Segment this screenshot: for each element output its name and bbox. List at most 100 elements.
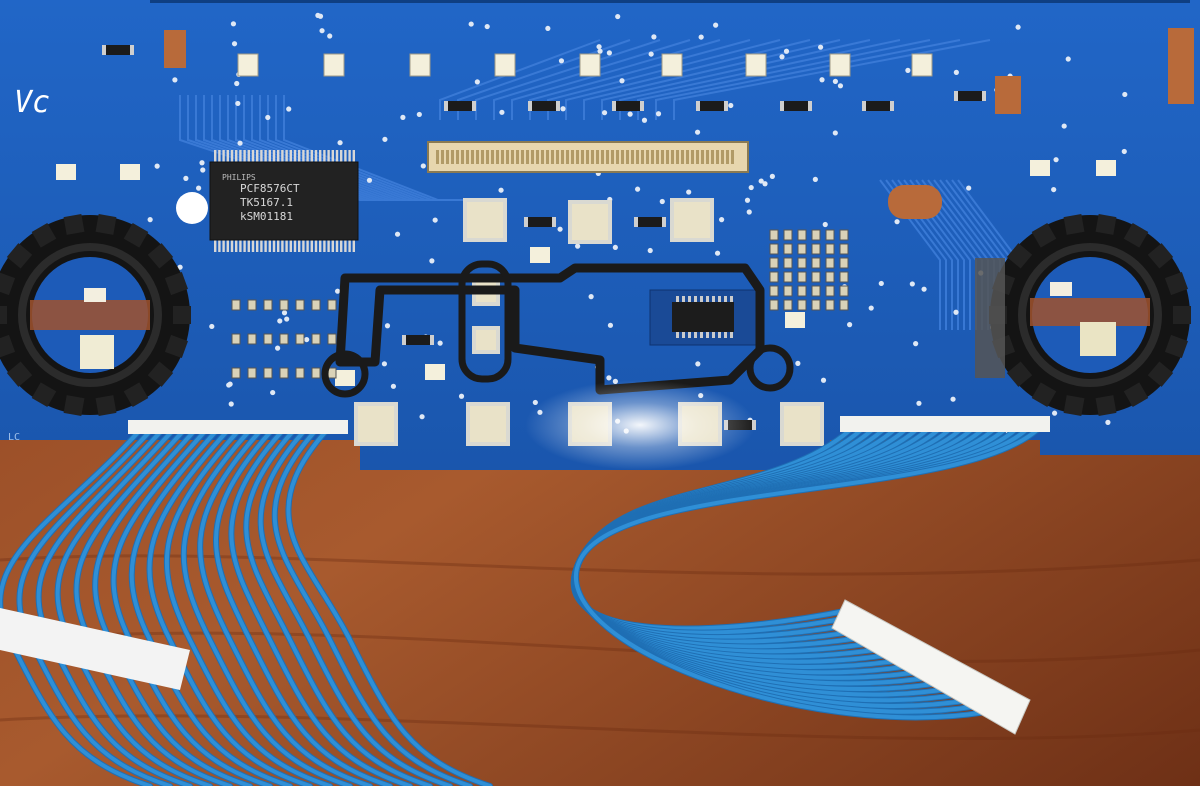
connector-pin	[631, 150, 634, 164]
resistor	[406, 335, 430, 345]
resistor-terminal	[612, 101, 616, 111]
ic-pin	[310, 150, 313, 162]
ic-pin	[230, 150, 234, 162]
via	[484, 23, 490, 30]
chip-label-line3: kSM01181	[240, 210, 293, 223]
smd-part	[825, 243, 835, 255]
resistor-terminal	[402, 335, 406, 345]
smd-part	[825, 271, 835, 283]
wire	[198, 428, 372, 786]
ic-pin	[676, 332, 679, 338]
ic-pin	[352, 150, 355, 162]
resistor	[616, 101, 640, 111]
connector-pin	[511, 150, 514, 164]
wire	[244, 428, 432, 786]
smd-part	[231, 367, 241, 379]
via	[235, 100, 241, 107]
pcf8576-driver-chip: PHILIPS PCF8576CT TK5167.1 kSM01181	[209, 150, 359, 252]
connector-pin	[501, 150, 504, 164]
connector-pin	[556, 150, 559, 164]
via	[714, 250, 721, 256]
smd-part	[327, 333, 337, 345]
connector-pin	[486, 150, 489, 164]
resistor-terminal	[982, 91, 986, 101]
smd-part	[783, 229, 793, 241]
right-harness-connector	[831, 416, 1050, 735]
ic-pin	[243, 150, 246, 162]
via	[458, 393, 465, 399]
via	[1061, 123, 1067, 129]
via	[746, 209, 752, 215]
ic-pin	[272, 150, 276, 162]
smd-part	[279, 367, 289, 379]
knob-tooth	[164, 334, 188, 359]
knob-tooth	[1063, 395, 1085, 417]
connector-pin	[721, 150, 724, 164]
frame-ring-right	[746, 344, 794, 392]
resistor-terminal	[808, 101, 812, 111]
knob-tooth	[0, 334, 16, 359]
smd-part	[783, 271, 793, 283]
via	[334, 288, 341, 294]
ic-pin	[694, 332, 697, 338]
via	[655, 111, 662, 117]
via	[286, 106, 292, 112]
via	[366, 177, 373, 183]
via	[719, 217, 725, 223]
via	[832, 130, 838, 136]
via	[230, 21, 237, 27]
switch-button	[572, 204, 608, 240]
smd-part	[295, 367, 305, 379]
via	[627, 111, 633, 117]
wire	[181, 428, 352, 786]
connector-pin	[481, 150, 484, 164]
right-rotary-knob	[975, 213, 1191, 417]
resistor-terminal	[528, 101, 532, 111]
smd-part	[797, 285, 807, 297]
via	[651, 34, 657, 40]
connector-pin	[706, 150, 709, 164]
via	[713, 22, 719, 28]
ic-pin	[243, 240, 246, 252]
top-led	[745, 53, 767, 77]
ic-pin	[348, 240, 351, 252]
connector-pin	[551, 150, 554, 164]
connector-pin	[641, 150, 644, 164]
via	[1051, 186, 1057, 193]
copper-pads	[164, 28, 1194, 224]
via	[953, 309, 959, 315]
smd-part	[839, 285, 849, 297]
via	[812, 176, 818, 182]
knob-tooth	[1006, 361, 1033, 387]
via	[337, 140, 343, 146]
ic-pin	[251, 240, 255, 252]
smd-part	[783, 299, 793, 311]
connector-pin	[716, 150, 719, 164]
via	[196, 185, 202, 191]
via	[1015, 24, 1021, 30]
resistor	[958, 91, 982, 101]
connector-pin	[661, 150, 664, 164]
ribbon-connector	[427, 141, 749, 173]
indicator-led	[56, 164, 76, 180]
resistor	[106, 45, 130, 55]
via	[416, 111, 422, 118]
via	[420, 163, 426, 169]
connector-pin	[656, 150, 659, 164]
knob-tooth	[1095, 213, 1117, 235]
via	[234, 80, 240, 87]
top-led	[494, 53, 516, 77]
connector-pin	[496, 150, 499, 164]
connector-pin	[461, 150, 464, 164]
ic-pin	[251, 150, 255, 162]
smd-part	[797, 271, 807, 283]
wire	[147, 428, 312, 786]
via	[832, 78, 839, 84]
connector-pin	[701, 150, 704, 164]
via	[913, 341, 919, 347]
knob-tooth	[63, 213, 85, 235]
resistor-terminal	[780, 101, 784, 111]
via	[686, 189, 692, 195]
ic-pin	[724, 296, 727, 302]
connector-pin	[576, 150, 579, 164]
